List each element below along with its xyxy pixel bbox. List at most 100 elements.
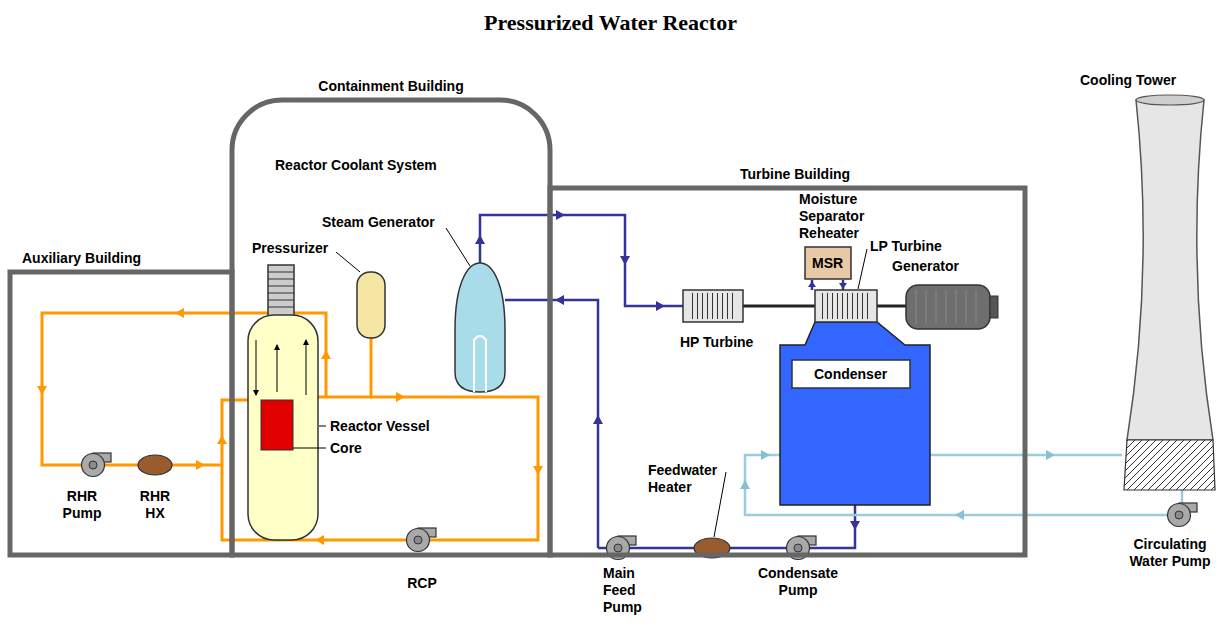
turbine-building-outline [550,188,1025,555]
leader-line [293,228,867,537]
node-heading: Moisture Separator Reheater [799,191,879,242]
flow-arrow [556,210,565,220]
flow-arrow [620,256,630,265]
rhr-heat-exchanger [138,455,172,475]
component-label: LP Turbine [870,238,942,255]
steam-feed-piping [480,215,683,306]
pressurizer [357,272,385,338]
node-label: MSR [812,255,843,272]
lp-turbine [815,290,877,322]
flow-arrow [761,450,770,460]
condenser-box: Condenser [792,360,910,388]
building-wall [550,188,1025,555]
cooling-tower [1136,95,1204,105]
coolant-piping [370,338,373,397]
circulating-water-piping [1181,490,1184,503]
hp-turbine [683,290,743,322]
flow-arrow [315,535,324,545]
component-label: RHR HX [133,488,177,522]
vessel-flow-arrow [256,340,257,395]
leader-line [446,228,470,266]
leader-line [336,252,360,272]
turbine-building: Turbine BuildingMoisture Separator Rehea… [550,188,1025,555]
reactor-vessel [268,272,294,307]
node-heading: Auxiliary Building [22,250,141,267]
reactor-core [261,400,293,450]
generator [916,290,976,324]
flow-arrow [321,350,331,359]
component-label: Feedwater Heater [648,462,728,496]
node-label: Condenser [814,366,887,383]
reactor-vessel [248,265,318,540]
building-wall [10,272,232,555]
vessel-flow-arrow [306,340,307,395]
diagram-title: Pressurized Water Reactor [0,10,1221,36]
hp-turbine [690,293,736,319]
cooling-tower [1124,440,1215,490]
rhr-pump [82,453,112,477]
cooling-tower [1124,95,1215,490]
flow-arrow [555,295,564,305]
component-box [792,360,910,388]
flow-arrow [196,460,205,470]
component-label: Condensate Pump [750,565,846,599]
generator [990,296,998,318]
node-heading: Containment Building [232,78,550,95]
flow-arrow [475,235,485,244]
reactor-vessel [248,315,318,540]
flow-arrow [839,283,847,289]
component-label: Reactor Vessel [330,418,430,435]
circulating-water-pump [1168,503,1198,527]
component-label: Generator [892,258,959,275]
auxiliary-building-outline [10,272,232,555]
component-label: Cooling Tower [1080,72,1176,89]
cooling-tower [1127,100,1213,440]
reactor-coolant-pump [407,528,437,552]
flow-arrow [955,510,964,520]
generator [906,285,998,329]
vessel-flow-arrow [256,340,306,395]
flow-arrow [656,301,665,311]
component-box [805,247,851,279]
flow-arrow [808,281,816,287]
moisture-separator-reheater: Moisture Separator ReheaterMSR [805,247,851,279]
component-label: RHR Pump [56,488,108,522]
component-label: HP Turbine [680,334,753,351]
vessel-flow-arrow [253,339,309,396]
flow-arrow [1046,450,1055,460]
flow-arrow [533,466,543,475]
generator [906,285,990,329]
leader-line [858,249,867,289]
flow-arrow [217,435,227,444]
leader-line [714,472,726,537]
component-label: RCP [400,575,444,592]
vessel-flow-arrow [253,390,259,396]
auxiliary-building: Auxiliary Building [10,272,232,555]
node-heading: Turbine Building [740,166,850,183]
flow-arrow [396,392,405,402]
hp-turbine [683,290,743,322]
component-label: Steam Generator [322,214,435,231]
vessel-flow-arrow [274,344,280,350]
leader-line [319,426,326,427]
vessel-flow-arrow [303,339,309,345]
flow-arrow [37,386,47,395]
component-label: Pressurizer [252,240,328,257]
vessel-flow-arrow [277,345,278,392]
leader-line [293,448,326,449]
component-label: Circulating Water Pump [1126,536,1214,570]
condenser-shell [780,322,930,505]
lp-turbine [822,293,870,319]
steam-generator-tubes [474,336,486,392]
component-label: Core [330,440,362,457]
flow-arrow [593,415,603,424]
steam-generator [455,263,505,392]
flow-arrow [850,521,860,530]
cooling-tower [1124,440,1215,490]
component-label: Reactor Coolant System [275,157,437,174]
building-wall [232,100,550,555]
component-label: Main Feed Pump [603,565,655,616]
flow-arrow [740,480,750,489]
flow-arrow [175,308,184,318]
